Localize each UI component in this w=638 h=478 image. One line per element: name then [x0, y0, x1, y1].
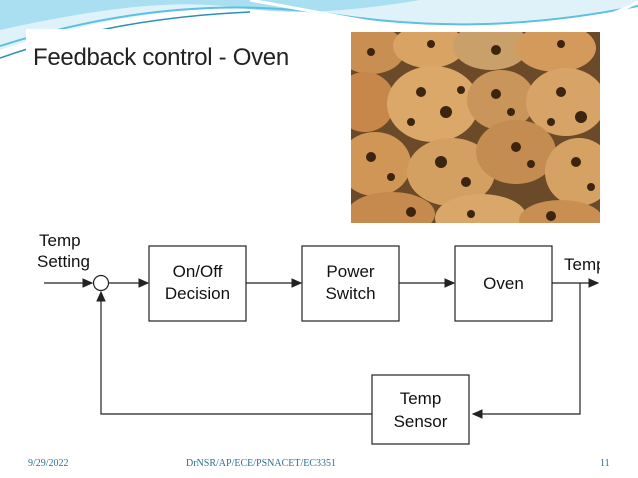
block-oven-label: Oven	[483, 274, 524, 293]
block-oven: Oven	[454, 245, 553, 322]
block-power-line1: Power	[326, 262, 375, 281]
block-onoff-decision: On/Off Decision	[148, 245, 247, 322]
footer-date: 9/29/2022	[28, 458, 69, 469]
block-power-switch: Power Switch	[301, 245, 400, 322]
feedback-block-diagram: Temp Setting On/Off Decision Power Switc…	[37, 231, 600, 445]
output-label: Temp	[564, 255, 600, 274]
slide-title: Feedback control - Oven	[33, 44, 289, 71]
feedback-line-to-junction	[96, 290, 372, 415]
block-onoff-line1: On/Off	[173, 262, 223, 281]
feedback-line-to-sensor	[471, 283, 581, 419]
block-power-line2: Switch	[325, 284, 375, 303]
input-label-line1: Temp	[39, 231, 81, 250]
summing-junction	[92, 274, 110, 292]
block-temp-sensor: Temp Sensor	[371, 374, 470, 445]
header-swoosh-decoration	[0, 0, 638, 59]
block-sensor-line1: Temp	[400, 389, 442, 408]
block-sensor-line2: Sensor	[394, 412, 448, 431]
cookies-photo	[351, 32, 600, 223]
block-onoff-line2: Decision	[165, 284, 230, 303]
footer-page-number: 11	[600, 458, 610, 469]
input-label-line2: Setting	[37, 252, 90, 271]
footer-author: DrNSR/AP/ECE/PSNACET/EC3351	[186, 458, 337, 469]
